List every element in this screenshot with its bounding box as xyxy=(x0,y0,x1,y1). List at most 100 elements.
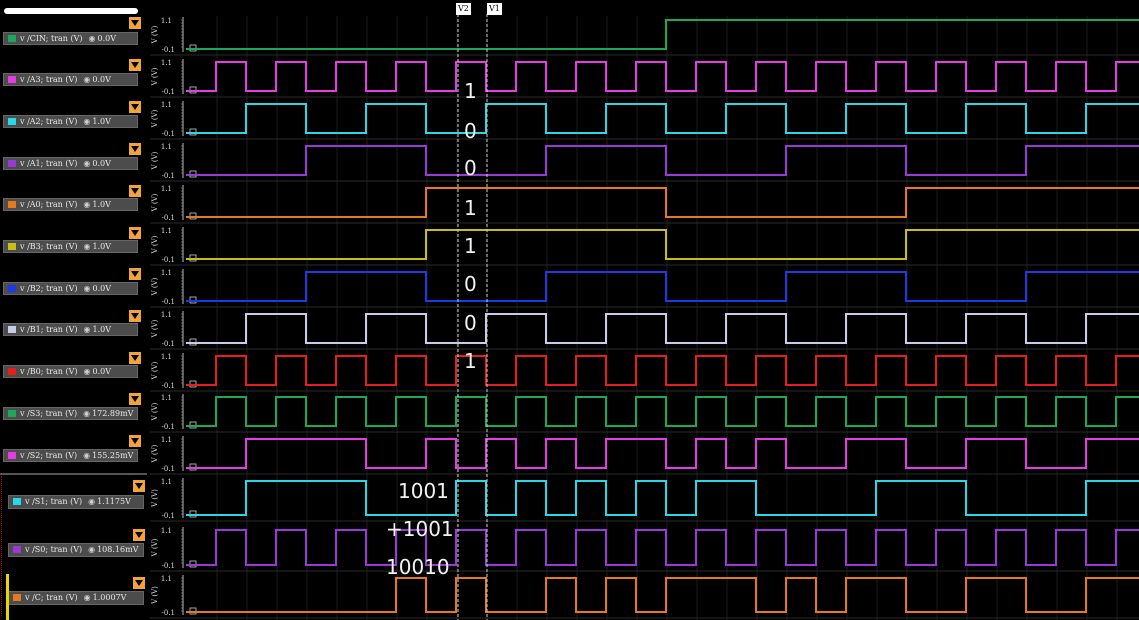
y-axis-label: V (V) xyxy=(151,235,159,254)
filter-icon[interactable] xyxy=(129,59,141,71)
filter-icon[interactable] xyxy=(133,529,145,541)
signal-label-s0[interactable]: v /S0; tran (V)◉108.16mV xyxy=(8,543,144,557)
annotation-a2-bit: 0 xyxy=(464,119,477,143)
signal-label-a2[interactable]: v /A2; tran (V)◉1.0V xyxy=(3,115,138,128)
signal-label-b2[interactable]: v /B2; tran (V)◉0.0V xyxy=(3,282,138,295)
y-tick-top: 1.1 xyxy=(161,269,172,277)
signal-label-s3[interactable]: v /S3; tran (V)◉172.89mV xyxy=(3,407,138,420)
eye-icon[interactable]: ◉ xyxy=(83,200,91,209)
eye-icon[interactable]: ◉ xyxy=(83,325,91,334)
filter-icon[interactable] xyxy=(129,393,141,405)
signal-label-a0[interactable]: v /A0; tran (V)◉1.0V xyxy=(3,198,138,211)
annotation-sum-b: +1001 xyxy=(386,517,454,541)
y-tick-bottom: -0.1 xyxy=(162,340,176,348)
y-axis-label: V (V) xyxy=(151,151,159,170)
y-tick-top: 1.1 xyxy=(161,17,172,25)
eye-icon[interactable]: ◉ xyxy=(83,75,91,84)
y-axis: 1.1-0.1V (V) xyxy=(151,269,197,306)
panel-divider xyxy=(0,473,147,475)
eye-icon[interactable]: ◉ xyxy=(83,284,91,293)
signal-label-s1[interactable]: v /S1; tran (V)◉1.1175V xyxy=(8,495,144,509)
eye-icon[interactable]: ◉ xyxy=(88,34,96,43)
y-axis: 1.1-0.1V (V) xyxy=(151,575,197,617)
y-axis-label: V (V) xyxy=(151,361,159,380)
b1-color-swatch xyxy=(8,326,16,333)
eye-icon[interactable]: ◉ xyxy=(83,409,91,418)
horizontal-scrollbar[interactable] xyxy=(4,8,138,14)
y-axis-label: V (V) xyxy=(151,444,159,463)
cursor-v1-label[interactable]: V1 xyxy=(487,3,502,15)
y-tick-top: 1.1 xyxy=(161,353,172,361)
y-tick-top: 1.1 xyxy=(161,436,172,444)
y-tick-top: 1.1 xyxy=(161,394,172,402)
trace-s2[interactable] xyxy=(186,438,1139,469)
trace-s3[interactable] xyxy=(186,396,1139,427)
s2-color-swatch xyxy=(8,452,16,459)
annotation-sum-a: 1001 xyxy=(398,479,449,503)
eye-icon[interactable]: ◉ xyxy=(83,242,91,251)
signal-label-a1[interactable]: v /A1; tran (V)◉0.0V xyxy=(3,157,138,170)
trace-c[interactable] xyxy=(186,577,1139,613)
filter-icon[interactable] xyxy=(129,17,141,29)
eye-icon[interactable]: ◉ xyxy=(83,367,91,376)
filter-icon[interactable] xyxy=(129,310,141,322)
eye-icon[interactable]: ◉ xyxy=(83,451,91,460)
y-tick-top: 1.1 xyxy=(161,478,172,486)
b0-color-swatch xyxy=(8,368,16,375)
y-tick-bottom: -0.1 xyxy=(162,256,176,264)
eye-icon[interactable]: ◉ xyxy=(83,593,91,602)
trace-b0[interactable] xyxy=(186,355,1139,386)
active-row-marker xyxy=(6,574,9,620)
signal-label-panel: v /CIN; tran (V)◉0.0V v /A3; tran (V)◉0.… xyxy=(0,0,147,620)
y-tick-bottom: -0.1 xyxy=(162,423,176,431)
trace-s0[interactable] xyxy=(186,529,1139,566)
trace-b3[interactable] xyxy=(186,229,1139,260)
eye-icon[interactable]: ◉ xyxy=(88,497,96,506)
y-axis: 1.1-0.1V (V) xyxy=(151,478,197,520)
y-tick-bottom: -0.1 xyxy=(162,382,176,390)
trace-a1[interactable] xyxy=(186,145,1139,176)
y-axis: 1.1-0.1V (V) xyxy=(151,17,197,54)
grid xyxy=(150,16,1139,620)
filter-icon[interactable] xyxy=(129,185,141,197)
signal-label-b0[interactable]: v /B0; tran (V)◉0.0V xyxy=(3,365,138,378)
y-axis: 1.1-0.1V (V) xyxy=(151,527,197,570)
y-tick-top: 1.1 xyxy=(161,527,172,535)
trace-b1[interactable] xyxy=(186,313,1139,344)
trace-s1[interactable] xyxy=(186,480,1139,516)
filter-icon[interactable] xyxy=(129,352,141,364)
filter-icon[interactable] xyxy=(129,435,141,447)
signal-label-cin[interactable]: v /CIN; tran (V)◉0.0V xyxy=(3,32,138,45)
eye-icon[interactable]: ◉ xyxy=(83,117,91,126)
filter-icon[interactable] xyxy=(133,480,145,492)
eye-icon[interactable]: ◉ xyxy=(88,545,96,554)
y-axis-label: V (V) xyxy=(151,67,159,86)
y-axis-label: V (V) xyxy=(151,586,159,605)
filter-icon[interactable] xyxy=(133,577,145,589)
annotation-a0-bit: 1 xyxy=(464,196,477,220)
signal-label-b1[interactable]: v /B1; tran (V)◉1.0V xyxy=(3,323,138,336)
filter-icon[interactable] xyxy=(129,143,141,155)
filter-icon[interactable] xyxy=(129,101,141,113)
annotation-sum-result: 10010 xyxy=(386,555,450,579)
y-axis: 1.1-0.1V (V) xyxy=(151,101,197,138)
filter-icon[interactable] xyxy=(129,268,141,280)
trace-a0[interactable] xyxy=(186,187,1139,218)
signal-label-s2[interactable]: v /S2; tran (V)◉155.25mV xyxy=(3,449,138,462)
signal-label-b3[interactable]: v /B3; tran (V)◉1.0V xyxy=(3,240,138,253)
trace-b2[interactable] xyxy=(186,271,1139,302)
eye-icon[interactable]: ◉ xyxy=(83,159,91,168)
cursor-v2-label[interactable]: V2 xyxy=(456,3,471,15)
trace-cin[interactable] xyxy=(186,19,1139,50)
y-axis: 1.1 -0.1V (V) xyxy=(151,353,197,390)
trace-a3[interactable] xyxy=(186,61,1139,92)
y-axis-label: V (V) xyxy=(151,109,159,128)
filter-icon[interactable] xyxy=(129,227,141,239)
trace-a2[interactable] xyxy=(186,103,1139,134)
y-tick-top: 1.1 xyxy=(161,185,172,193)
y-axis-label: V (V) xyxy=(151,489,159,508)
signal-label-a3[interactable]: v /A3; tran (V)◉0.0V xyxy=(3,73,138,86)
y-axis-label: V (V) xyxy=(151,538,159,557)
